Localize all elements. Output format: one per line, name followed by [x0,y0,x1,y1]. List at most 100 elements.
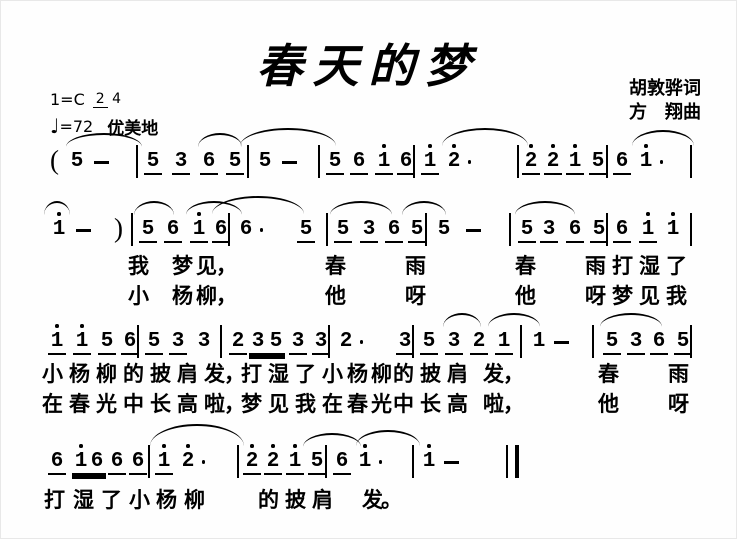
lyric-char: 光 [371,392,392,416]
lyric-char: 。 [381,488,402,512]
barline [520,325,522,358]
lyric-char: 的 [393,362,414,386]
parenthesis: ) [114,213,123,243]
note: 3 [360,218,378,243]
lyric-char: 我 [666,284,687,308]
tempo-value: =72 [59,116,94,136]
note: 1 [639,212,657,243]
lyric-char: 打 [612,254,633,278]
lyric-char: 见 [268,392,289,416]
barline [606,213,608,246]
note: 3 [197,330,211,353]
note: 6 [129,450,147,475]
lyric-char: 高 [447,392,468,416]
lyric-char: 肩 [447,362,468,386]
lyric-char: 长 [420,392,441,416]
note: 3 [396,330,414,355]
slur-arc [303,433,361,447]
note: 1 [155,444,173,475]
note: 6 [397,150,415,175]
lyric-char: 柳 [96,362,117,386]
barline [220,325,222,358]
note: 1 [48,324,66,355]
lyric-char: 打 [241,362,262,386]
note: 5 [518,218,536,243]
note: 1 [421,144,439,175]
note: 1 [495,330,513,355]
note: 1 [566,144,584,175]
note: 5 [145,330,163,355]
note: 6 [350,150,368,175]
note: 1 [190,212,208,243]
lyric-char: 雨 [585,254,606,278]
note: 5 [258,150,272,173]
lyric-char: 呀 [585,284,606,308]
final-barline [506,445,519,478]
note: 2 [470,330,488,355]
slur-arc [356,430,420,446]
time-numerator: 2 [92,90,108,108]
lyric-char: ， [216,254,237,278]
lyric-char: 梦 [241,392,262,416]
note: 3 [289,330,307,355]
lyric-char: 他 [598,392,619,416]
lyric-char: 了 [666,254,687,278]
note: 6 [48,450,66,475]
note: 5 [437,218,451,241]
lyric-char: 春 [69,392,90,416]
note: 1 [637,144,663,173]
note: 3 [249,330,267,355]
lyric-char: 光 [96,392,117,416]
note: 1 [50,212,68,241]
note: 6 [566,218,584,243]
note: 5 [308,450,326,475]
lyric-char: 肩 [177,362,198,386]
note: 5 [267,330,285,355]
key-signature: 1=C [50,89,85,109]
lyric-char: 小 [128,284,149,308]
note: 6 [212,218,230,243]
slur-arc [44,201,70,215]
note: 5 [420,330,438,355]
lyric-char: 小 [42,362,63,386]
lyric-char: 杨 [156,488,177,512]
note: 6 [237,218,263,241]
lyric-char: 发 [362,488,383,512]
duration-dash [444,461,459,464]
lyric-char: 柳 [184,488,205,512]
slur-arc [515,201,575,215]
barline [136,145,138,178]
barline [690,145,692,178]
note: 2 [264,444,282,475]
lyric-char: 柳 [196,284,217,308]
barline [690,325,692,358]
note: 5 [408,218,426,243]
note: 2 [179,444,205,473]
lyric-char: 呀 [668,392,689,416]
expression-marking: 优美地 [107,118,159,138]
lyric-char: ， [503,362,524,386]
lyric-char: 披 [285,488,306,512]
slur-arc [134,201,174,215]
quarter-note-icon: ♩ [50,114,60,138]
duration-dash [554,341,569,344]
note: 5 [590,218,608,243]
barline [148,445,150,478]
lyric-char: 我 [128,254,149,278]
slur-arc [150,424,244,446]
lyric-char: 肩 [312,488,333,512]
note: 5 [674,330,692,355]
note: 2 [544,144,562,175]
lyric-char: 啦 [483,392,504,416]
lyric-char: 杨 [69,362,90,386]
lyric-char: 雨 [668,362,689,386]
lyric-char: 啦 [204,392,225,416]
note: 3 [540,218,558,243]
slur-arc [600,313,662,327]
note: 6 [613,150,631,175]
lyric-char: 中 [393,392,414,416]
note: 1 [420,444,438,473]
slur-arc [240,128,336,146]
lyric-char: 披 [150,362,171,386]
note: 1 [286,444,304,475]
